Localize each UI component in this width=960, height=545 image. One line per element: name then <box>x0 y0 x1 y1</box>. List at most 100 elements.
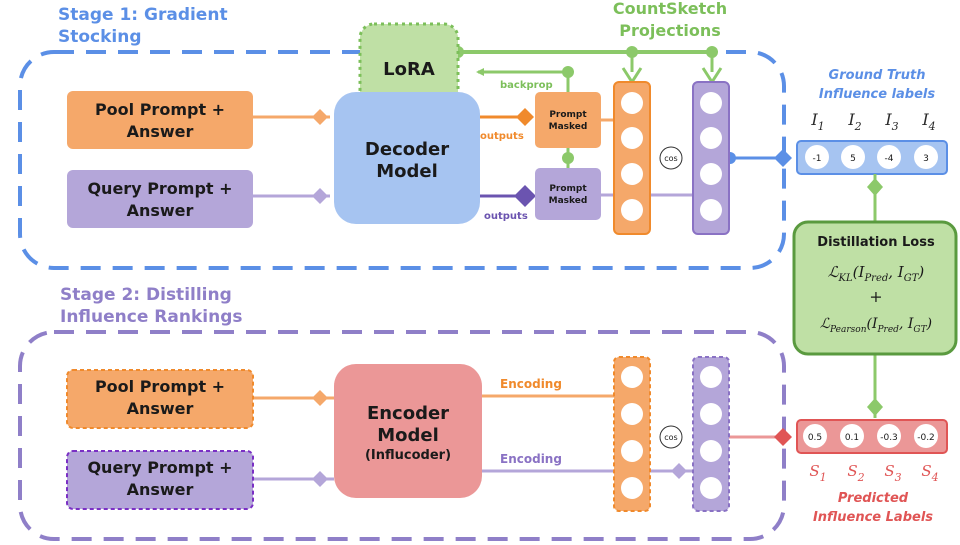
lora-label: LoRA <box>383 59 435 80</box>
encoding-diamond <box>671 463 687 479</box>
vector-cell <box>621 366 643 388</box>
predicted-vector <box>796 419 948 454</box>
predicted-title-line2: Influence Labels <box>813 510 933 525</box>
ground-truth-value: 5 <box>850 154 856 164</box>
backprop-label: backprop <box>500 80 553 91</box>
decoder-label-line1: Decoder <box>365 139 449 160</box>
vector-cell <box>621 92 643 114</box>
stage1-title-line1: Stage 1: Gradient <box>58 5 228 25</box>
vector-cell <box>805 145 829 169</box>
ground-truth-title-line2: Influence labels <box>819 87 936 102</box>
encoder-model-box <box>334 364 482 498</box>
predicted-value: -0.3 <box>880 433 898 443</box>
decoder-output-diamond-1 <box>516 108 534 126</box>
column-to-predicted-diamond <box>774 428 792 446</box>
prompt-masked-1-line1: Prompt <box>549 110 587 120</box>
query-to-decoder-diamond <box>312 188 328 204</box>
encoder-label-line1: Encoder <box>367 403 449 424</box>
projection-column-orange-stage1 <box>613 81 651 235</box>
encoding-label-1: Encoding <box>500 377 562 391</box>
encoder-label-line3: (Influcoder) <box>365 448 451 463</box>
loss-to-predicted-diamond <box>867 398 883 416</box>
cos-label-stage2: cos <box>664 433 677 442</box>
encoder-label-line2: Model <box>377 425 439 446</box>
ground-truth-value: -1 <box>813 154 822 164</box>
ground-truth-index: I1 <box>810 110 824 133</box>
predicted-index: S1 <box>809 462 826 484</box>
ground-truth-to-loss-diamond <box>867 178 883 196</box>
vector-cell <box>840 424 864 448</box>
predicted-index: S2 <box>847 462 864 484</box>
countsketch-line1: CountSketch <box>613 0 727 18</box>
cos-label-stage1: cos <box>664 154 677 163</box>
projection-column-orange-stage2 <box>613 356 651 512</box>
vector-cell <box>877 424 901 448</box>
cos-node-stage2 <box>659 425 683 449</box>
stage1-title-line2: Stocking <box>58 27 142 47</box>
vector-cell <box>621 163 643 185</box>
vector-cell <box>914 145 938 169</box>
query-to-encoder-diamond <box>312 471 328 487</box>
pool-prompt-box-stage1 <box>67 91 253 149</box>
query-prompt-line2: Answer <box>127 480 194 499</box>
query-prompt-box-stage2 <box>66 450 254 510</box>
vector-cell <box>877 145 901 169</box>
prompt-masked-box-1 <box>535 92 601 148</box>
vector-cell <box>621 477 643 499</box>
predicted-index: S4 <box>921 462 938 484</box>
ground-truth-title-line1: Ground Truth <box>829 68 926 83</box>
vector-cell <box>700 403 722 425</box>
query-prompt-line1: Query Prompt + <box>87 179 232 198</box>
vector-cell <box>621 199 643 221</box>
query-prompt-line1: Query Prompt + <box>87 458 232 477</box>
ground-truth-index: I4 <box>921 110 935 133</box>
kl-loss-formula: ℒKL(IPred, IGT) <box>828 263 925 284</box>
stage2-title-line2: Influence Rankings <box>60 307 242 327</box>
pool-prompt-line1: Pool Prompt + <box>95 100 225 119</box>
ground-truth-index: I3 <box>884 110 898 133</box>
pool-to-decoder-diamond <box>312 109 328 125</box>
pool-prompt-box-stage2 <box>66 369 254 429</box>
cos-node-stage1 <box>659 146 683 170</box>
outputs-label-2: outputs <box>484 211 528 222</box>
countsketch-line2: Projections <box>619 21 720 40</box>
vector-cell <box>700 440 722 462</box>
decoder-output-diamond-2 <box>514 185 536 207</box>
query-prompt-box-stage1 <box>67 170 253 228</box>
pool-prompt-line2: Answer <box>127 122 194 141</box>
predicted-value: 0.5 <box>808 433 822 443</box>
vector-cell <box>700 92 722 114</box>
ground-truth-vector <box>796 140 948 175</box>
prompt-masked-2-line2: Masked <box>549 196 588 206</box>
projection-column-purple-stage1 <box>692 81 730 235</box>
prompt-masked-box-2 <box>535 168 601 220</box>
vector-cell <box>621 403 643 425</box>
projection-column-purple-stage2 <box>692 356 730 512</box>
ground-truth-index-labels: I1 I2 I3 I4 <box>810 110 935 133</box>
ground-truth-value: 3 <box>923 154 929 164</box>
ground-truth-index: I2 <box>847 110 861 133</box>
pearson-loss-formula: ℒPearson(IPred, IGT) <box>820 316 932 335</box>
vector-cell <box>700 127 722 149</box>
vector-cell <box>700 199 722 221</box>
query-prompt-line2: Answer <box>127 201 194 220</box>
plus-sign: + <box>869 287 882 306</box>
predicted-index-labels: S1 S2 S3 S4 <box>809 462 938 484</box>
decoder-model-box <box>334 92 480 224</box>
pool-prompt-line2: Answer <box>127 399 194 418</box>
vector-cell <box>803 424 827 448</box>
predicted-index: S3 <box>884 462 901 484</box>
lora-box <box>358 22 460 114</box>
vector-cell <box>841 145 865 169</box>
stage1-frame <box>18 50 786 270</box>
encoding-label-2: Encoding <box>500 452 562 466</box>
distillation-loss-title: Distillation Loss <box>817 235 935 250</box>
vector-cell <box>700 163 722 185</box>
distillation-loss-box <box>792 220 958 356</box>
ground-truth-value: -4 <box>885 154 894 164</box>
predicted-value: 0.1 <box>845 433 859 443</box>
vector-cell <box>914 424 938 448</box>
vector-cell <box>621 440 643 462</box>
column-to-ground-truth-diamond <box>774 149 792 167</box>
